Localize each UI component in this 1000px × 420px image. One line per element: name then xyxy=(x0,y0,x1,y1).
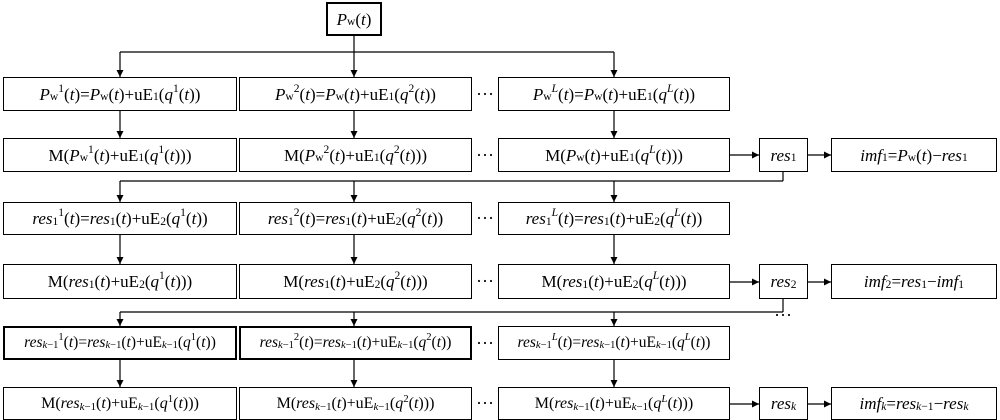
ellipsis-row5: ··· xyxy=(476,333,494,353)
ellipsis-row4: ··· xyxy=(476,271,494,291)
ellipsis-row6: ··· xyxy=(476,393,494,413)
ellipsis-row1: ··· xyxy=(476,84,494,104)
ellipsis-res-continue: ··· xyxy=(774,305,792,325)
ellipsis-row3: ··· xyxy=(476,208,494,228)
ellipsis-row2: ··· xyxy=(476,145,494,165)
